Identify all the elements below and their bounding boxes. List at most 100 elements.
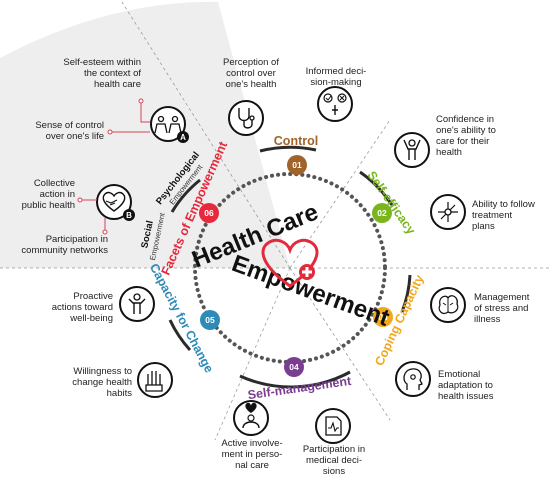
segment-number: 06 (204, 208, 214, 218)
item-proactive: Proactive actions toward well-being (52, 291, 113, 324)
item-willingness: Willingness to change health habits (72, 366, 132, 399)
segment-label-self-management: Self-management (247, 374, 353, 402)
label-line: nal care (235, 460, 269, 471)
label-line: Participation in (303, 444, 365, 455)
label-line: the context of (84, 68, 141, 79)
label-line: Perception of (223, 57, 279, 68)
personal-care-icon (233, 400, 269, 436)
item-self-esteem: Self-esteem within the context of health… (63, 57, 141, 90)
outer-ring-arc (239, 370, 351, 389)
label-line: health (436, 147, 462, 158)
label-line: Collective (34, 178, 75, 189)
label-line: sion-making (310, 77, 361, 88)
segment-label-control: Control (274, 134, 318, 148)
segment-badge-05: 05 (200, 310, 220, 330)
label-line: ment in perso- (222, 449, 283, 460)
item-perception-control: Perception of control over one's health (223, 57, 279, 90)
label-line: Willingness to (73, 366, 132, 377)
label-line: Ability to follow (472, 199, 535, 210)
label-line: community networks (21, 245, 108, 256)
divider-line (214, 267, 291, 441)
label-line: well-being (69, 313, 113, 324)
label-line: change health (72, 377, 132, 388)
facet-connectors (77, 98, 150, 235)
label-line: action in (40, 189, 75, 200)
connector-line (140, 101, 150, 123)
item-participation-medical: Participation in medical deci- sions (303, 444, 365, 477)
label-line: Active involve- (221, 438, 282, 449)
outer-ring-arc (259, 145, 317, 153)
facets-background-sector (0, 1, 290, 268)
center-title-line2: Empowerment (228, 250, 393, 332)
item-informed-decision: Informed deci- sion-making (306, 66, 367, 88)
treatment-plan-icon (430, 194, 466, 230)
divider-line (121, 1, 291, 269)
label-line: illness (474, 314, 501, 325)
label-line: health care (94, 79, 141, 90)
segment-number: 02 (377, 208, 387, 218)
outer-ring-arc (170, 178, 201, 213)
label-line: health issues (438, 391, 494, 402)
segment-number: 03 (378, 312, 388, 322)
connector-marker (102, 229, 108, 235)
label-line: over one's life (46, 131, 104, 142)
item-collective-action: Collective action in public health (22, 178, 75, 211)
item-stress: Management of stress and illness (474, 292, 530, 325)
badge-a: A (180, 133, 186, 142)
psychological-empowerment-icon: A (150, 106, 189, 143)
label-line: Informed deci- (306, 66, 367, 77)
label-line: of stress and (474, 303, 528, 314)
decision-making-icon (317, 86, 353, 122)
label-line: Confidence in (436, 114, 494, 125)
label-line: sions (323, 466, 345, 477)
label-line: public health (22, 200, 75, 211)
item-sense-of-control: Sense of control over one's life (35, 120, 104, 142)
segment-badge-02: 02 (372, 203, 392, 223)
outer-ring-arc (400, 274, 412, 313)
social-empowerment-icon: B (96, 184, 135, 221)
stethoscope-icon (228, 100, 264, 136)
badge-b: B (126, 211, 132, 220)
label-line: actions toward (52, 302, 113, 313)
label-line: one's ability to (436, 125, 496, 136)
proactive-person-icon (119, 286, 155, 322)
segment-badge-06: 06 (199, 203, 219, 223)
label-line: Emotional (438, 369, 480, 380)
divider-lines (0, 1, 550, 441)
segment-number: 05 (205, 315, 215, 325)
label-line: habits (107, 388, 133, 399)
emotional-head-icon (395, 361, 431, 397)
label-line: control over (226, 68, 276, 79)
item-emotional: Emotional adaptation to health issues (438, 369, 494, 402)
label-line: adaptation to (438, 380, 493, 391)
outer-ring-arc (359, 170, 394, 206)
outer-ring-arc (168, 319, 192, 352)
connector-marker (138, 98, 144, 104)
segment-badge-04: 04 (284, 357, 304, 377)
label-line: medical deci- (306, 455, 362, 466)
confident-person-icon (394, 132, 430, 168)
connector-marker (77, 197, 83, 203)
label-line: one's health (226, 79, 277, 90)
medical-document-icon (315, 408, 351, 444)
segment-number: 01 (292, 160, 302, 170)
habit-change-icon (137, 362, 173, 398)
segment-number: 04 (289, 362, 299, 372)
segment-badge-03: 03 (373, 307, 393, 327)
segment-label-self-efficacy: Self-efficacy (364, 169, 418, 237)
outer-ring (168, 145, 412, 389)
label-line: Sense of control (35, 120, 104, 131)
divider-line (289, 267, 391, 421)
heart-plus-icon (261, 238, 319, 288)
label-line: care for their (436, 136, 489, 147)
segment-badge-01: 01 (287, 155, 307, 175)
connector-marker (107, 129, 113, 135)
brain-stress-icon (430, 287, 466, 323)
label-line: Participation in (46, 234, 108, 245)
item-confidence: Confidence in one's ability to care for … (436, 114, 496, 158)
label-line: Proactive (73, 291, 113, 302)
label-line: treatment (472, 210, 512, 221)
item-follow-treatment: Ability to follow treatment plans (472, 199, 535, 232)
